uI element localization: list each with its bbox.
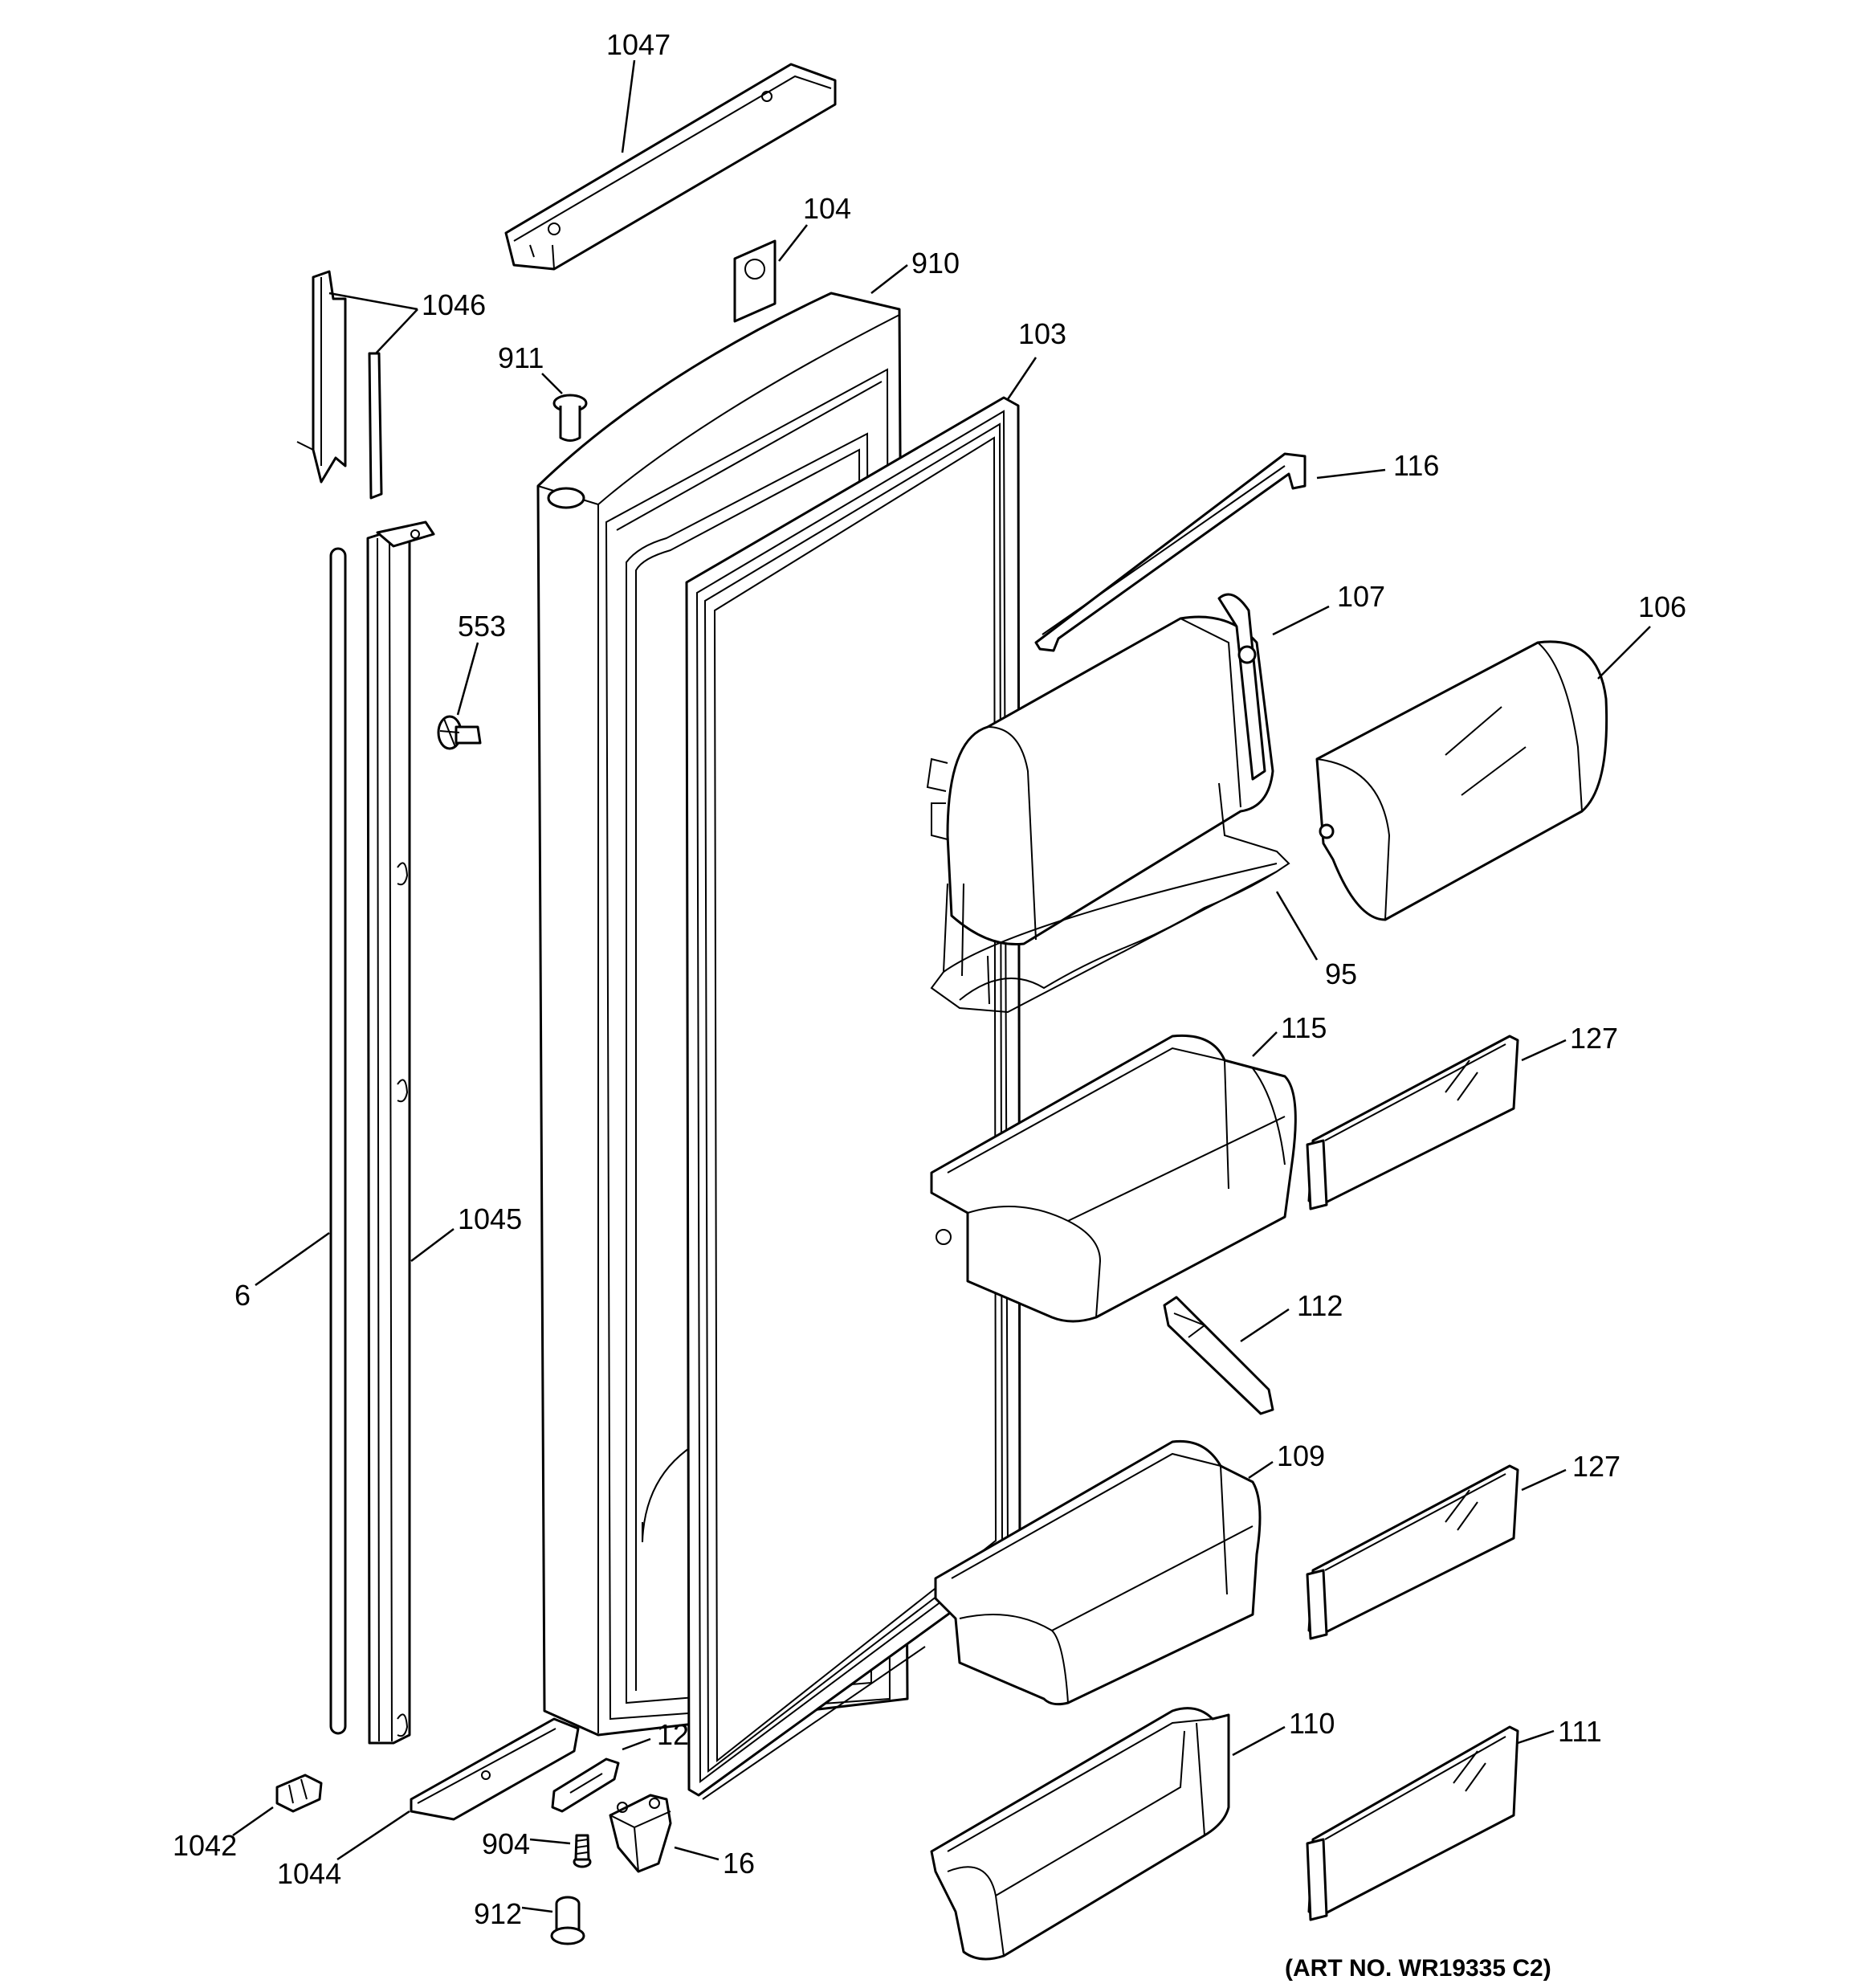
callout-553: 553: [458, 610, 506, 643]
part-115-bin: [930, 1034, 1297, 1323]
callout-95: 95: [1325, 957, 1357, 990]
callout-112: 112: [1297, 1289, 1343, 1322]
callout-109: 109: [1277, 1439, 1325, 1472]
callout-107: 107: [1337, 580, 1385, 613]
part-16-hinge-block: [609, 1794, 672, 1873]
callout-116: 116: [1393, 449, 1439, 482]
part-1047-top-cover: [504, 63, 837, 271]
callout-104: 104: [803, 192, 851, 225]
callout-103: 103: [1018, 317, 1066, 350]
art-number: (ART NO. WR19335 C2): [1285, 1955, 1551, 1982]
part-911-bushing: [552, 394, 588, 442]
part-6-rod: [329, 547, 347, 1735]
callout-6: 6: [234, 1279, 251, 1312]
part-109-bin: [934, 1439, 1262, 1706]
callout-labels: 1047 104 910 1046 911 103 116 553 107 10…: [173, 28, 1686, 1982]
part-1044-bottom-bracket: [410, 1717, 580, 1821]
callout-16: 16: [723, 1847, 755, 1880]
callout-115: 115: [1281, 1011, 1327, 1044]
part-110-bin: [930, 1707, 1230, 1961]
part-111-panel: [1306, 1725, 1519, 1921]
part-904-screw: [573, 1834, 592, 1868]
callout-127-a: 127: [1570, 1022, 1618, 1055]
part-127-panel-b: [1306, 1464, 1519, 1640]
callout-912: 912: [474, 1897, 522, 1930]
part-103-gasket: [685, 396, 1021, 1800]
callout-110: 110: [1289, 1707, 1335, 1740]
part-112-clip: [1163, 1296, 1274, 1415]
part-116-rail: [1034, 452, 1307, 652]
part-104-label: [733, 239, 777, 323]
part-106-cover: [1315, 640, 1608, 921]
part-95-wire-rack: [930, 782, 1290, 1014]
callout-1047: 1047: [606, 28, 671, 61]
callout-904: 904: [482, 1827, 530, 1860]
callout-1045: 1045: [458, 1202, 522, 1235]
callout-1046: 1046: [422, 288, 486, 321]
part-1046-hinge-bracket: [296, 270, 383, 500]
part-127-panel-a: [1306, 1035, 1519, 1210]
leader-lines: [232, 59, 1651, 1913]
callout-911: 911: [498, 341, 544, 374]
part-553-stop: [437, 715, 482, 750]
part-12-bracket: [551, 1757, 620, 1813]
callout-1044: 1044: [277, 1857, 341, 1890]
callout-1042: 1042: [173, 1829, 237, 1862]
callout-127-b: 127: [1572, 1450, 1620, 1483]
callout-12: 12: [657, 1718, 689, 1751]
part-1045-hinge-strip: [366, 520, 435, 1745]
callout-106: 106: [1638, 590, 1686, 623]
callout-910: 910: [911, 247, 960, 280]
callout-111: 111: [1558, 1715, 1602, 1748]
part-912-bushing: [550, 1896, 585, 1945]
part-1042-clip: [275, 1774, 323, 1813]
